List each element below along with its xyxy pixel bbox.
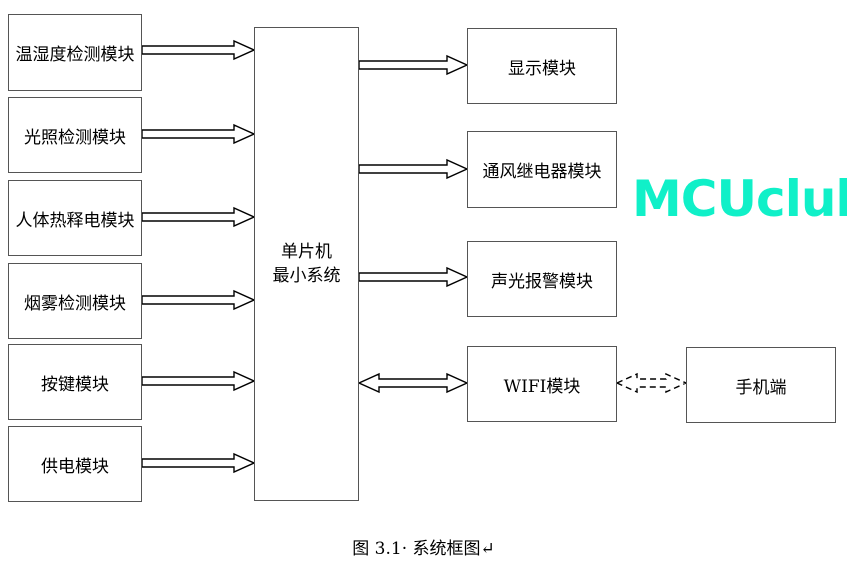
input-arrow <box>141 452 256 474</box>
output-arrow <box>358 54 469 76</box>
input-arrow <box>141 39 256 61</box>
output-box-display: 显示模块 <box>467 28 617 104</box>
mcu-label-2: 最小系统 <box>272 266 341 286</box>
input-arrow <box>141 206 256 228</box>
output-box-fan-relay: 通风继电器模块 <box>467 131 617 208</box>
input-arrow <box>141 289 256 311</box>
wifi-bidirectional-arrow <box>357 372 469 394</box>
input-arrow <box>141 123 256 145</box>
input-box-pir: 人体热释电模块 <box>8 180 142 256</box>
watermark-logo: MCUclub <box>632 170 847 228</box>
output-arrow <box>358 266 469 288</box>
input-box-light: 光照检测模块 <box>8 97 142 173</box>
phone-box: 手机端 <box>686 347 836 423</box>
wireless-dashed-arrow <box>615 372 688 394</box>
input-box-smoke: 烟雾检测模块 <box>8 263 142 339</box>
input-box-power: 供电模块 <box>8 426 142 502</box>
figure-caption: 图 3.1· 系统框图↵ <box>352 539 495 559</box>
input-box-key: 按键模块 <box>8 344 142 420</box>
mcu-box: 单片机 最小系统 <box>254 27 359 501</box>
output-box-wifi: WIFI模块 <box>467 346 617 422</box>
input-box-temp-humidity: 温湿度检测模块 <box>8 14 142 91</box>
output-arrow <box>358 158 469 180</box>
mcu-label-1: 单片机 <box>281 242 332 262</box>
input-arrow <box>141 370 256 392</box>
output-box-alarm: 声光报警模块 <box>467 241 617 317</box>
